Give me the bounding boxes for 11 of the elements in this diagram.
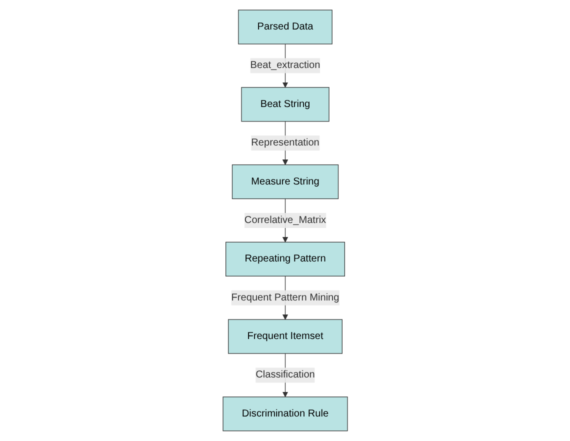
edge-label: Correlative_Matrix (244, 214, 326, 226)
node-box: Discrimination Rule (222, 396, 348, 432)
node-box: Measure String (232, 164, 338, 200)
edge-label: Representation (250, 137, 320, 148)
edge-label: Beat_extraction (250, 60, 320, 71)
node-box: Beat String (240, 87, 330, 122)
edge-label: Frequent Pattern Mining (231, 292, 339, 303)
node-box: Parsed Data (238, 10, 332, 44)
node-box: Frequent Itemset (228, 319, 342, 354)
edge-label: Classification (255, 370, 315, 380)
node-box: Repeating Pattern (225, 242, 345, 276)
